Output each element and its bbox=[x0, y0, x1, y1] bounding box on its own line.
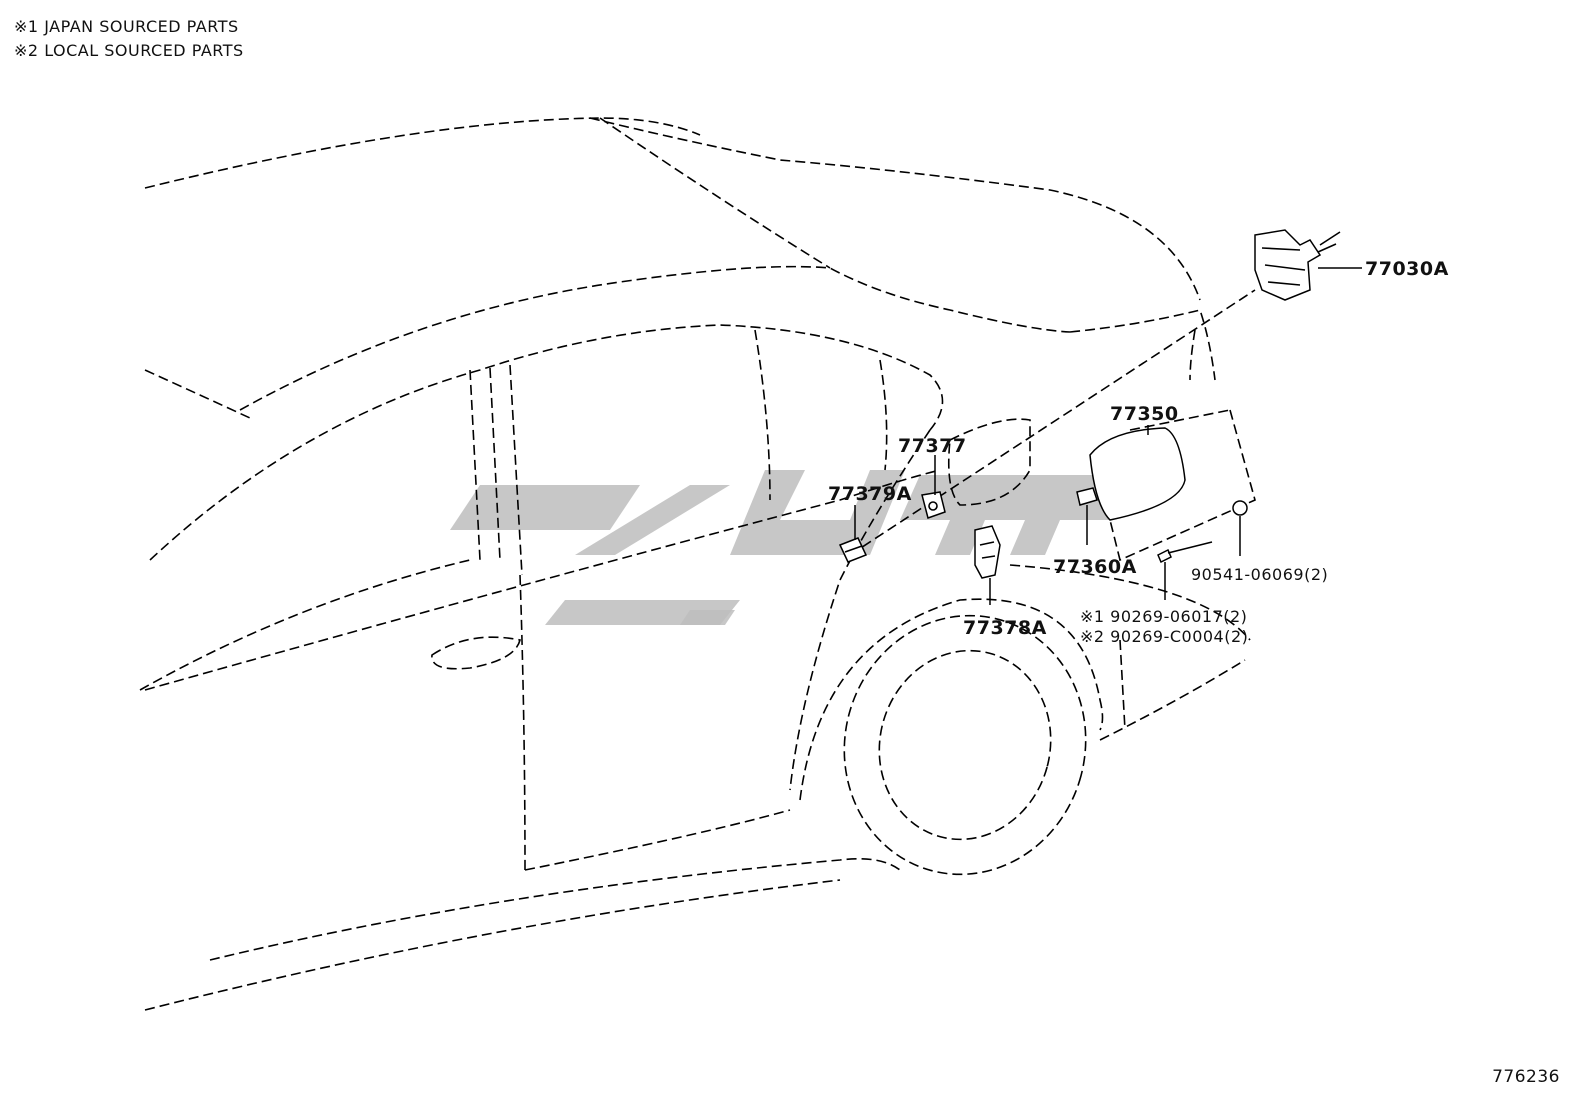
part-77360A-hinge bbox=[1076, 487, 1098, 506]
part-77378A-spring bbox=[974, 525, 1001, 579]
note-mark: ※1 bbox=[14, 17, 39, 36]
note-text: LOCAL SOURCED PARTS bbox=[44, 41, 244, 60]
note-text: JAPAN SOURCED PARTS bbox=[44, 17, 239, 36]
part-77350-fuel-door bbox=[1089, 427, 1186, 521]
part-77377-cushion bbox=[921, 491, 946, 519]
leader-lines bbox=[854, 267, 1362, 605]
note-local-sourced: ※2 LOCAL SOURCED PARTS bbox=[14, 41, 244, 60]
part-90269-rivet bbox=[1157, 541, 1213, 564]
label-90269-C0004: ※2 90269-C0004(2) bbox=[1080, 627, 1248, 646]
part-77030A-latch bbox=[1254, 229, 1341, 301]
label-77360A: 77360A bbox=[1053, 556, 1137, 578]
note-japan-sourced: ※1 JAPAN SOURCED PARTS bbox=[14, 17, 239, 36]
car-body-outline bbox=[139, 117, 1256, 1011]
label-90541-06069: 90541-06069(2) bbox=[1191, 565, 1328, 584]
part-90541-clip bbox=[1232, 500, 1248, 516]
label-77030A: 77030A bbox=[1365, 258, 1449, 280]
label-90269-06017: ※1 90269-06017(2) bbox=[1080, 607, 1247, 626]
note-mark: ※2 bbox=[14, 41, 39, 60]
catalog-number: 776236 bbox=[1492, 1067, 1560, 1087]
label-77379A: 77379A bbox=[828, 483, 912, 505]
watermark-logo bbox=[450, 470, 1135, 625]
label-77350: 77350 bbox=[1110, 403, 1179, 425]
label-77378A: 77378A bbox=[963, 617, 1047, 639]
part-77379A-cushion bbox=[838, 537, 868, 563]
label-77377: 77377 bbox=[898, 435, 967, 457]
